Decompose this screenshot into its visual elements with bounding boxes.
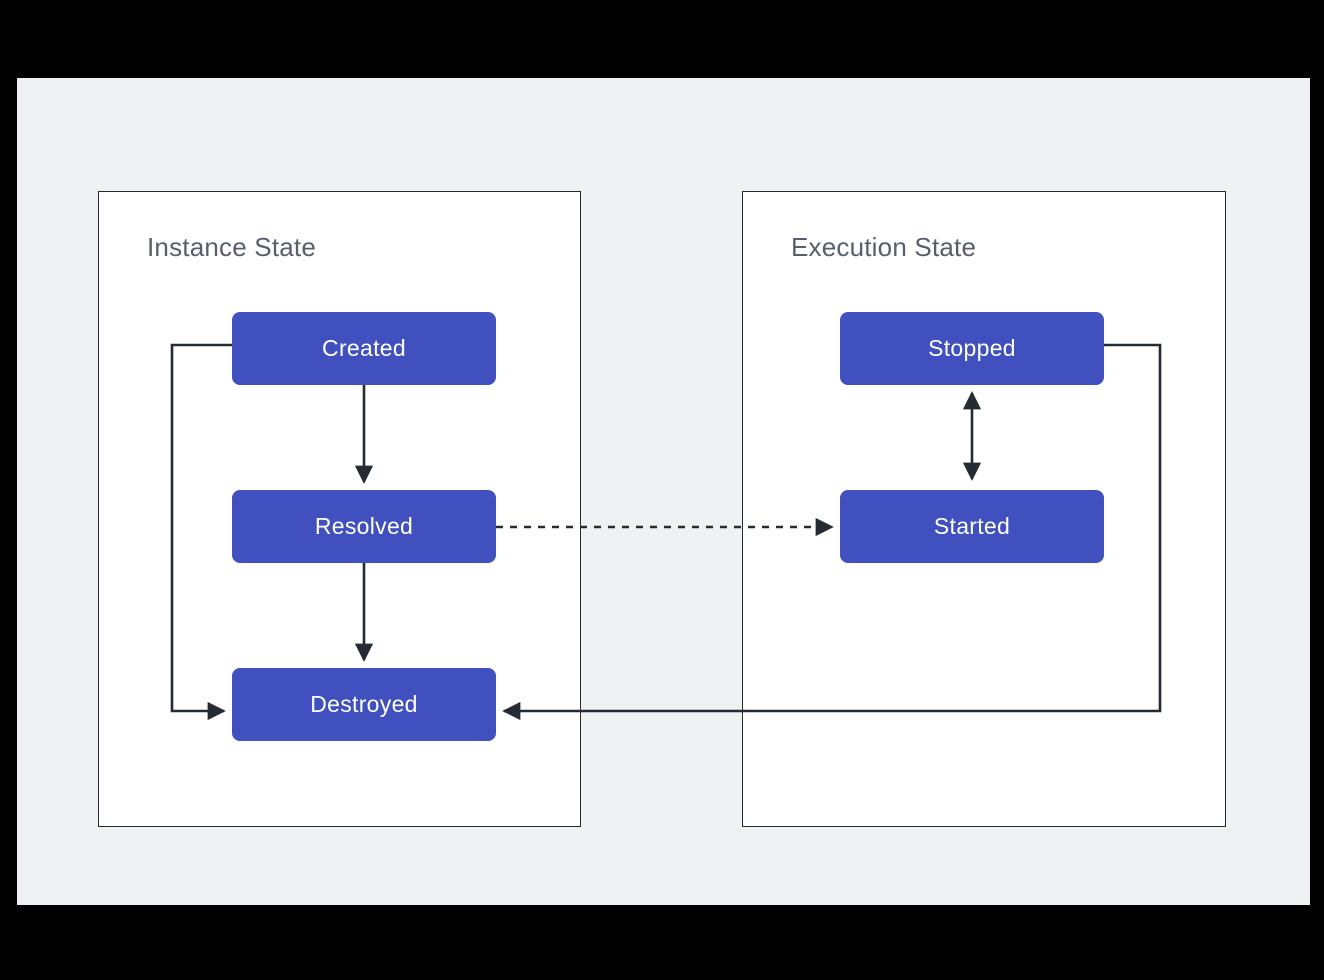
node-stopped[interactable]: Stopped bbox=[840, 312, 1104, 385]
node-destroyed-label: Destroyed bbox=[310, 691, 418, 717]
panel-instance-state-label: Instance State bbox=[147, 232, 317, 262]
node-stopped-label: Stopped bbox=[928, 335, 1016, 361]
node-started[interactable]: Started bbox=[840, 490, 1104, 563]
node-created-label: Created bbox=[322, 335, 406, 361]
panel-execution-state-label: Execution State bbox=[791, 232, 977, 262]
node-resolved[interactable]: Resolved bbox=[232, 490, 496, 563]
node-created[interactable]: Created bbox=[232, 312, 496, 385]
node-destroyed[interactable]: Destroyed bbox=[232, 668, 496, 741]
diagram-canvas: Instance State Execution State bbox=[17, 78, 1310, 905]
node-started-label: Started bbox=[933, 513, 1011, 539]
node-resolved-label: Resolved bbox=[314, 513, 414, 539]
